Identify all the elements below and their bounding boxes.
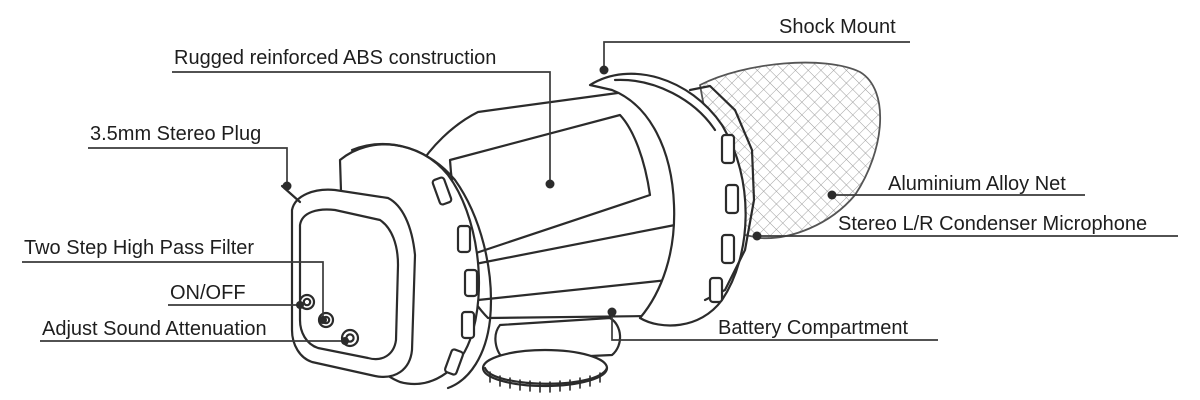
label-shock-mount: Shock Mount <box>779 16 896 38</box>
leader-shock-mount <box>603 41 910 70</box>
label-abs-construction: Rugged reinforced ABS construction <box>174 47 497 69</box>
label-alloy-net: Aluminium Alloy Net <box>888 173 1066 195</box>
label-on-off: ON/OFF <box>170 282 246 304</box>
leader-battery <box>611 312 938 341</box>
label-battery-compartment: Battery Compartment <box>718 317 909 339</box>
leader-high-pass <box>22 261 324 320</box>
leader-stereo-plug <box>88 147 288 186</box>
label-sound-attenuation: Adjust Sound Attenuation <box>42 318 267 340</box>
label-high-pass-filter: Two Step High Pass Filter <box>24 237 255 259</box>
mount-foot <box>494 316 622 362</box>
rear-shock-ring <box>588 72 747 327</box>
label-condenser-mic: Stereo L/R Condenser Microphone <box>838 213 1148 235</box>
mount-wheel <box>481 348 609 388</box>
leader-abs <box>172 71 551 184</box>
label-stereo-plug: 3.5mm Stereo Plug <box>90 123 262 145</box>
